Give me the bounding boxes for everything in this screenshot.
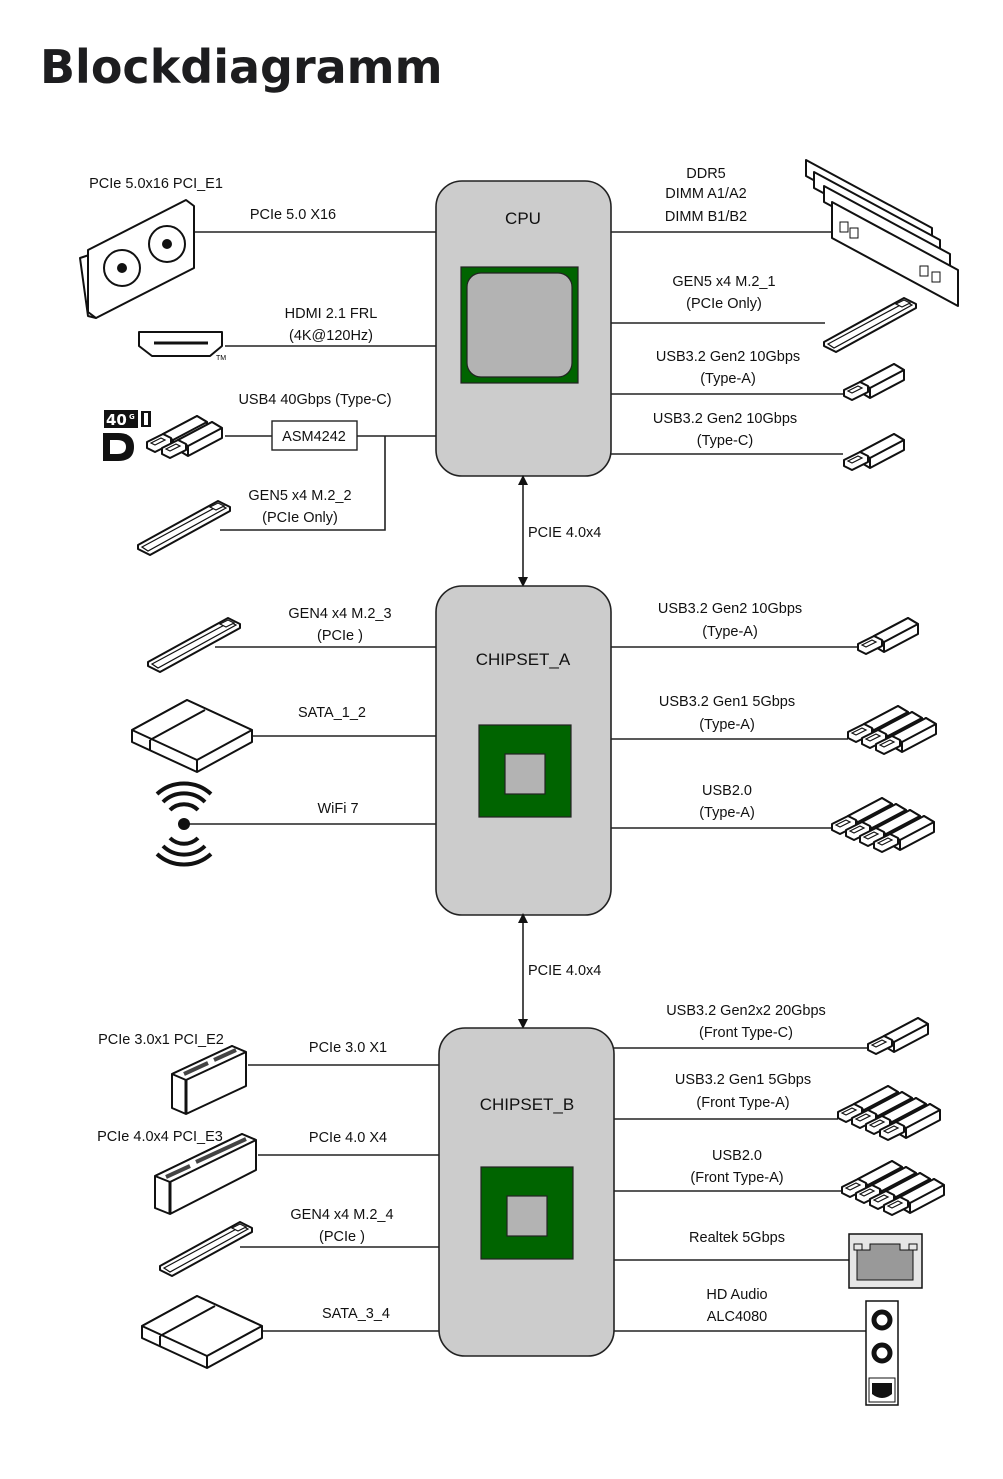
pci-e2-slot-icon — [171, 1045, 247, 1115]
asm4242-chip — [271, 420, 358, 451]
chb-usb-gen1-label-1: USB3.2 Gen1 5Gbps — [675, 1072, 811, 1088]
hdmi-tm: TM — [216, 355, 226, 362]
pci-e3-slot-label: PCIe 4.0x4 PCI_E3 — [97, 1129, 223, 1145]
cpu-usb-c-label-1: USB3.2 Gen2 10Gbps — [653, 411, 797, 427]
gpu-link-label: PCIe 5.0 X16 — [250, 207, 336, 223]
cha-usb-gen1-label-2: (Type-A) — [699, 717, 755, 733]
lan-label: Realtek 5Gbps — [689, 1230, 785, 1246]
hdmi-icon: TM — [138, 331, 226, 362]
svg-text:40: 40 — [106, 411, 127, 429]
chb-usb-gen1-label-2: (Front Type-A) — [696, 1095, 789, 1111]
ddr5-dimm-icon — [805, 159, 959, 307]
hdmi-label-2: (4K@120Hz) — [289, 328, 373, 344]
m2-1-ssd-icon — [823, 297, 917, 353]
cpu-usb-a-icon — [843, 363, 905, 401]
chipset-b-title: CHIPSET_B — [480, 1095, 574, 1114]
cpu-chipset-a-link-label: PCIE 4.0x4 — [528, 525, 601, 541]
cha-usb-gen2-icon — [857, 617, 919, 655]
chb-usb2-label-1: USB2.0 — [712, 1148, 762, 1164]
m2-2-label-1: GEN5 x4 M.2_2 — [248, 488, 351, 504]
chipset-a-chipset-b-link-label: PCIE 4.0x4 — [528, 963, 601, 979]
audio-jack-icon — [865, 1300, 899, 1406]
m2-1-label-2: (PCIe Only) — [686, 296, 762, 312]
chb-usb-gen2x2-label-2: (Front Type-C) — [699, 1025, 793, 1041]
sata-3-4-label: SATA_3_4 — [322, 1306, 390, 1322]
chipset-a-title: CHIPSET_A — [476, 650, 571, 669]
cpu-die-icon — [466, 272, 573, 378]
ethernet-port-icon — [848, 1233, 923, 1289]
chb-usb-gen2x2-icon — [867, 1017, 929, 1055]
sata-3-4-drive-icon — [141, 1295, 263, 1369]
m2-2-label-2: (PCIe Only) — [262, 510, 338, 526]
audio-label-1: HD Audio — [706, 1287, 767, 1303]
dimm-a-label: DIMM A1/A2 — [665, 186, 746, 202]
cha-usb-gen2-label-1: USB3.2 Gen2 10Gbps — [658, 601, 802, 617]
m2-1-label-1: GEN5 x4 M.2_1 — [672, 274, 775, 290]
cpu-usb-a-label-1: USB3.2 Gen2 10Gbps — [656, 349, 800, 365]
sata-1-2-label: SATA_1_2 — [298, 705, 366, 721]
wifi-label: WiFi 7 — [317, 801, 358, 817]
hdmi-label-1: HDMI 2.1 FRL — [285, 306, 378, 322]
page-title: Blockdiagramm — [40, 40, 443, 94]
chb-usb-gen2x2-label-1: USB3.2 Gen2x2 20Gbps — [666, 1003, 826, 1019]
wifi-icon — [155, 781, 213, 867]
m2-2-ssd-icon — [137, 500, 231, 556]
pci-e2-slot-label: PCIe 3.0x1 PCI_E2 — [98, 1032, 224, 1048]
svg-text:G: G — [129, 413, 135, 421]
chipset-b-die-icon — [506, 1195, 548, 1237]
cpu-usb-a-label-2: (Type-A) — [700, 371, 756, 387]
sata-1-2-drive-icon — [131, 699, 253, 773]
cha-usb-gen2-label-2: (Type-A) — [702, 624, 758, 640]
m2-3-ssd-icon — [147, 617, 241, 673]
pci-e2-link-label: PCIe 3.0 X1 — [309, 1040, 387, 1056]
graphics-card-icon — [79, 199, 195, 319]
cha-usb2-icon — [831, 797, 935, 853]
displayport-icon — [103, 433, 134, 461]
cha-usb-gen1-label-1: USB3.2 Gen1 5Gbps — [659, 694, 795, 710]
usb4-40g-badge-icon: 40 G — [104, 410, 151, 429]
gpu-slot-label: PCIe 5.0x16 PCI_E1 — [89, 176, 223, 192]
cpu-title: CPU — [505, 209, 541, 228]
m2-4-label-1: GEN4 x4 M.2_4 — [290, 1207, 393, 1223]
asm4242-label: ASM4242 — [282, 429, 346, 445]
chb-usb2-label-2: (Front Type-A) — [690, 1170, 783, 1186]
m2-3-label-2: (PCIe ) — [317, 628, 363, 644]
ddr5-label: DDR5 — [686, 166, 725, 182]
usb4-label: USB4 40Gbps (Type-C) — [238, 392, 391, 408]
m2-4-ssd-icon — [159, 1221, 253, 1277]
cha-usb2-label-1: USB2.0 — [702, 783, 752, 799]
audio-label-2: ALC4080 — [707, 1309, 767, 1325]
m2-4-label-2: (PCIe ) — [319, 1229, 365, 1245]
cha-usb-gen1-icon — [847, 705, 937, 755]
pci-e3-link-label: PCIe 4.0 X4 — [309, 1130, 387, 1146]
cha-usb2-label-2: (Type-A) — [699, 805, 755, 821]
chipset-a-die-icon — [504, 753, 546, 795]
m2-3-label-1: GEN4 x4 M.2_3 — [288, 606, 391, 622]
dimm-b-label: DIMM B1/B2 — [665, 209, 747, 225]
chb-usb2-icon — [841, 1160, 945, 1216]
pci-e3-slot-icon — [154, 1133, 257, 1215]
chb-usb-gen1-icon — [837, 1085, 941, 1141]
cpu-usb-c-label-2: (Type-C) — [697, 433, 753, 449]
cpu-usb-c-icon — [843, 433, 905, 471]
